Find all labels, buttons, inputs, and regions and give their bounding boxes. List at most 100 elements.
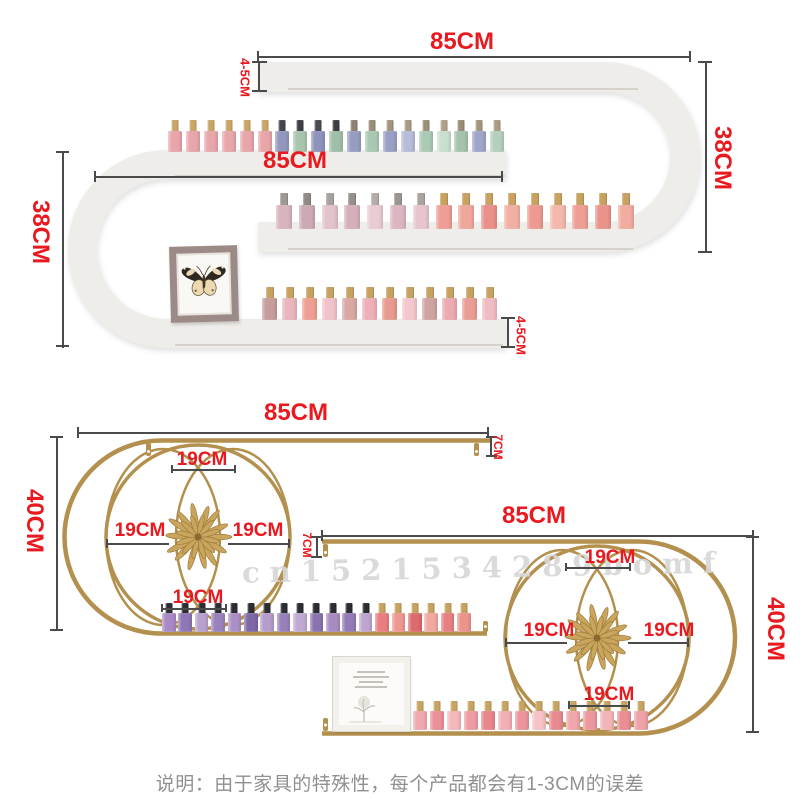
bottle-body: [418, 131, 433, 152]
dimension-line: [258, 56, 690, 58]
bottle-cap: [552, 701, 560, 713]
bottle-body: [162, 613, 176, 632]
bottle-body: [424, 613, 438, 632]
dim-bottom-thickness: 4-5CM: [513, 315, 529, 355]
dimension-line: [234, 465, 236, 473]
bottle-body: [462, 298, 477, 320]
bottle-cap: [207, 120, 215, 133]
bottle-body: [342, 298, 357, 320]
nail-polish-bottle: [362, 287, 377, 320]
bottle-cap: [425, 287, 434, 300]
nail-polish-bottle: [430, 701, 444, 730]
bottle-body: [367, 205, 384, 229]
bottle-cap: [620, 701, 628, 713]
bottle-cap: [405, 287, 414, 300]
nail-polish-bottle: [282, 287, 297, 320]
bottle-body: [481, 711, 495, 730]
dimension-line: [752, 530, 754, 541]
bottle-cap: [280, 193, 288, 207]
dimension-line: [629, 563, 631, 571]
nail-polish-bottle: [321, 193, 338, 229]
bottle-body: [391, 613, 406, 632]
nail-polish-bottle: [481, 701, 495, 730]
nail-polish-bottle: [391, 603, 406, 632]
bottle-cap: [280, 603, 288, 615]
nail-polish-bottle: [498, 701, 512, 730]
nail-polish-bottle: [326, 603, 340, 632]
bottle-body: [257, 131, 272, 152]
butterfly-image: [181, 264, 226, 296]
bottle-body: [435, 205, 452, 229]
bottle-cap: [230, 603, 238, 615]
nail-polish-bottle: [440, 603, 455, 632]
u2-dim-width: 85CM: [501, 502, 567, 529]
u1-dim-height: 40CM: [21, 488, 48, 554]
nail-polish-bottle: [418, 120, 433, 152]
bottle-body: [481, 205, 498, 229]
bottle-body: [595, 205, 612, 229]
nail-polish-bottle: [412, 193, 429, 229]
nail-polish-bottle: [329, 120, 344, 152]
bottle-body: [302, 298, 317, 320]
u2-spoke-left: 19CM: [523, 619, 575, 641]
nail-polish-bottle: [462, 287, 477, 320]
nail-polish-bottle: [454, 120, 469, 152]
dimension-line: [107, 543, 169, 545]
nail-polish-bottle: [472, 120, 487, 152]
nail-polish-bottle: [344, 193, 361, 229]
dimension-line: [78, 432, 489, 434]
bottle-body: [322, 298, 337, 320]
bottle-body: [457, 613, 471, 632]
bottle-body: [408, 613, 422, 632]
bottle-body: [440, 613, 455, 632]
dimension-line: [501, 346, 515, 348]
bottle-body: [490, 131, 505, 152]
bottle-body: [244, 613, 258, 632]
nail-polish-bottle: [239, 120, 254, 152]
bottle-cap: [475, 120, 483, 133]
dimension-line: [56, 345, 69, 347]
bottle-cap: [296, 603, 304, 615]
bottle-body: [464, 711, 478, 730]
bottle-cap: [285, 287, 294, 300]
u1-spoke-bottom: 19CM: [172, 586, 224, 608]
u2-dim-height: 40CM: [762, 596, 789, 662]
dimension-line: [506, 642, 567, 644]
bottle-cap: [553, 193, 562, 207]
dimension-line: [565, 563, 567, 571]
bottle-cap: [433, 701, 441, 713]
bottle-cap: [416, 701, 424, 713]
bottle-cap: [171, 120, 179, 133]
bottle-cap: [378, 603, 386, 615]
u1-spoke-left: 19CM: [114, 519, 166, 541]
nail-polish-bottle: [413, 701, 427, 730]
nail-polish-bottle: [595, 193, 612, 229]
nail-polish-bottle: [364, 120, 379, 152]
bottle-cap: [312, 603, 320, 615]
bottle-cap: [422, 120, 430, 133]
dimension-line: [50, 436, 63, 438]
bottle-cap: [394, 603, 402, 615]
dimension-line: [569, 705, 630, 707]
nail-polish-bottle: [221, 120, 236, 152]
bottle-cap: [261, 120, 268, 133]
unit2-rail: [322, 539, 738, 736]
bottle-cap: [484, 701, 492, 713]
u1-spoke-right: 19CM: [232, 519, 284, 541]
dimension-line: [628, 701, 630, 709]
bottle-body: [472, 131, 487, 152]
bottle-cap: [189, 120, 197, 133]
bottle-body: [549, 205, 566, 229]
gold-flower-ornament: [165, 503, 233, 571]
nail-polish-bottle: [382, 287, 397, 320]
bottle-body: [227, 613, 242, 632]
nail-polish-bottle: [549, 701, 563, 730]
u1-dim-bar: 7CM: [491, 434, 505, 460]
bottle-body: [422, 298, 437, 320]
nail-polish-bottle: [618, 193, 634, 229]
bottle-cap: [622, 193, 630, 207]
bottle-cap: [465, 287, 474, 300]
bottle-cap: [603, 701, 611, 713]
dimension-line: [316, 536, 318, 558]
bottle-body: [203, 131, 218, 152]
